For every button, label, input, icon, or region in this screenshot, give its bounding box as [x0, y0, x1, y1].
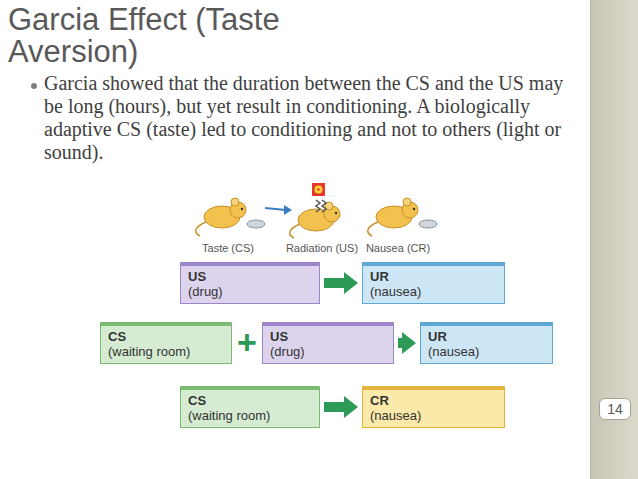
arrow-shaft [324, 278, 344, 288]
illustration-label: Taste (CS) [188, 242, 268, 255]
block-arrow [324, 396, 358, 418]
rat-figure [196, 198, 265, 236]
plus-sign: + [232, 324, 262, 360]
box-text: (nausea) [370, 284, 497, 299]
response-box: CR(nausea) [362, 386, 505, 428]
arrow-head [402, 332, 416, 354]
box-heading: US [188, 269, 312, 284]
response-box: UR(nausea) [420, 322, 553, 364]
arrow-shaft [324, 402, 344, 412]
box-heading: CS [108, 329, 224, 344]
illustration-label: Radiation (US) [272, 242, 372, 255]
box-heading: US [270, 329, 386, 344]
response-box: UR(nausea) [362, 262, 505, 304]
arrow-head [344, 272, 358, 294]
block-arrow [398, 332, 416, 354]
box-text: (nausea) [370, 408, 497, 423]
box-heading: UR [370, 269, 497, 284]
stimulus-box: CS(waiting room) [100, 322, 232, 364]
box-heading: CS [188, 393, 312, 408]
illustration-label: Nausea (CR) [358, 242, 438, 255]
page-number: 14 [599, 398, 631, 420]
box-text: (drug) [188, 284, 312, 299]
box-text: (drug) [270, 344, 386, 359]
stimulus-box: US(drug) [180, 262, 320, 304]
illustration-arrow [265, 208, 286, 210]
slide-title: Garcia Effect (Taste Aversion) [8, 4, 398, 68]
box-heading: UR [428, 329, 545, 344]
arrow-shaft [398, 338, 402, 348]
box-heading: CR [370, 393, 497, 408]
illustration-arrowhead [284, 205, 292, 215]
bullet-dot [31, 83, 37, 89]
rat-figure [290, 183, 340, 238]
arrow-head [344, 396, 358, 418]
box-text: (waiting room) [108, 344, 224, 359]
stimulus-box: CS(waiting room) [180, 386, 320, 428]
bullet-text: Garcia showed that the duration between … [44, 72, 564, 164]
box-text: (nausea) [428, 344, 545, 359]
rat-figure [368, 198, 437, 236]
box-text: (waiting room) [188, 408, 312, 423]
stimulus-box: US(drug) [262, 322, 394, 364]
block-arrow [324, 272, 358, 294]
